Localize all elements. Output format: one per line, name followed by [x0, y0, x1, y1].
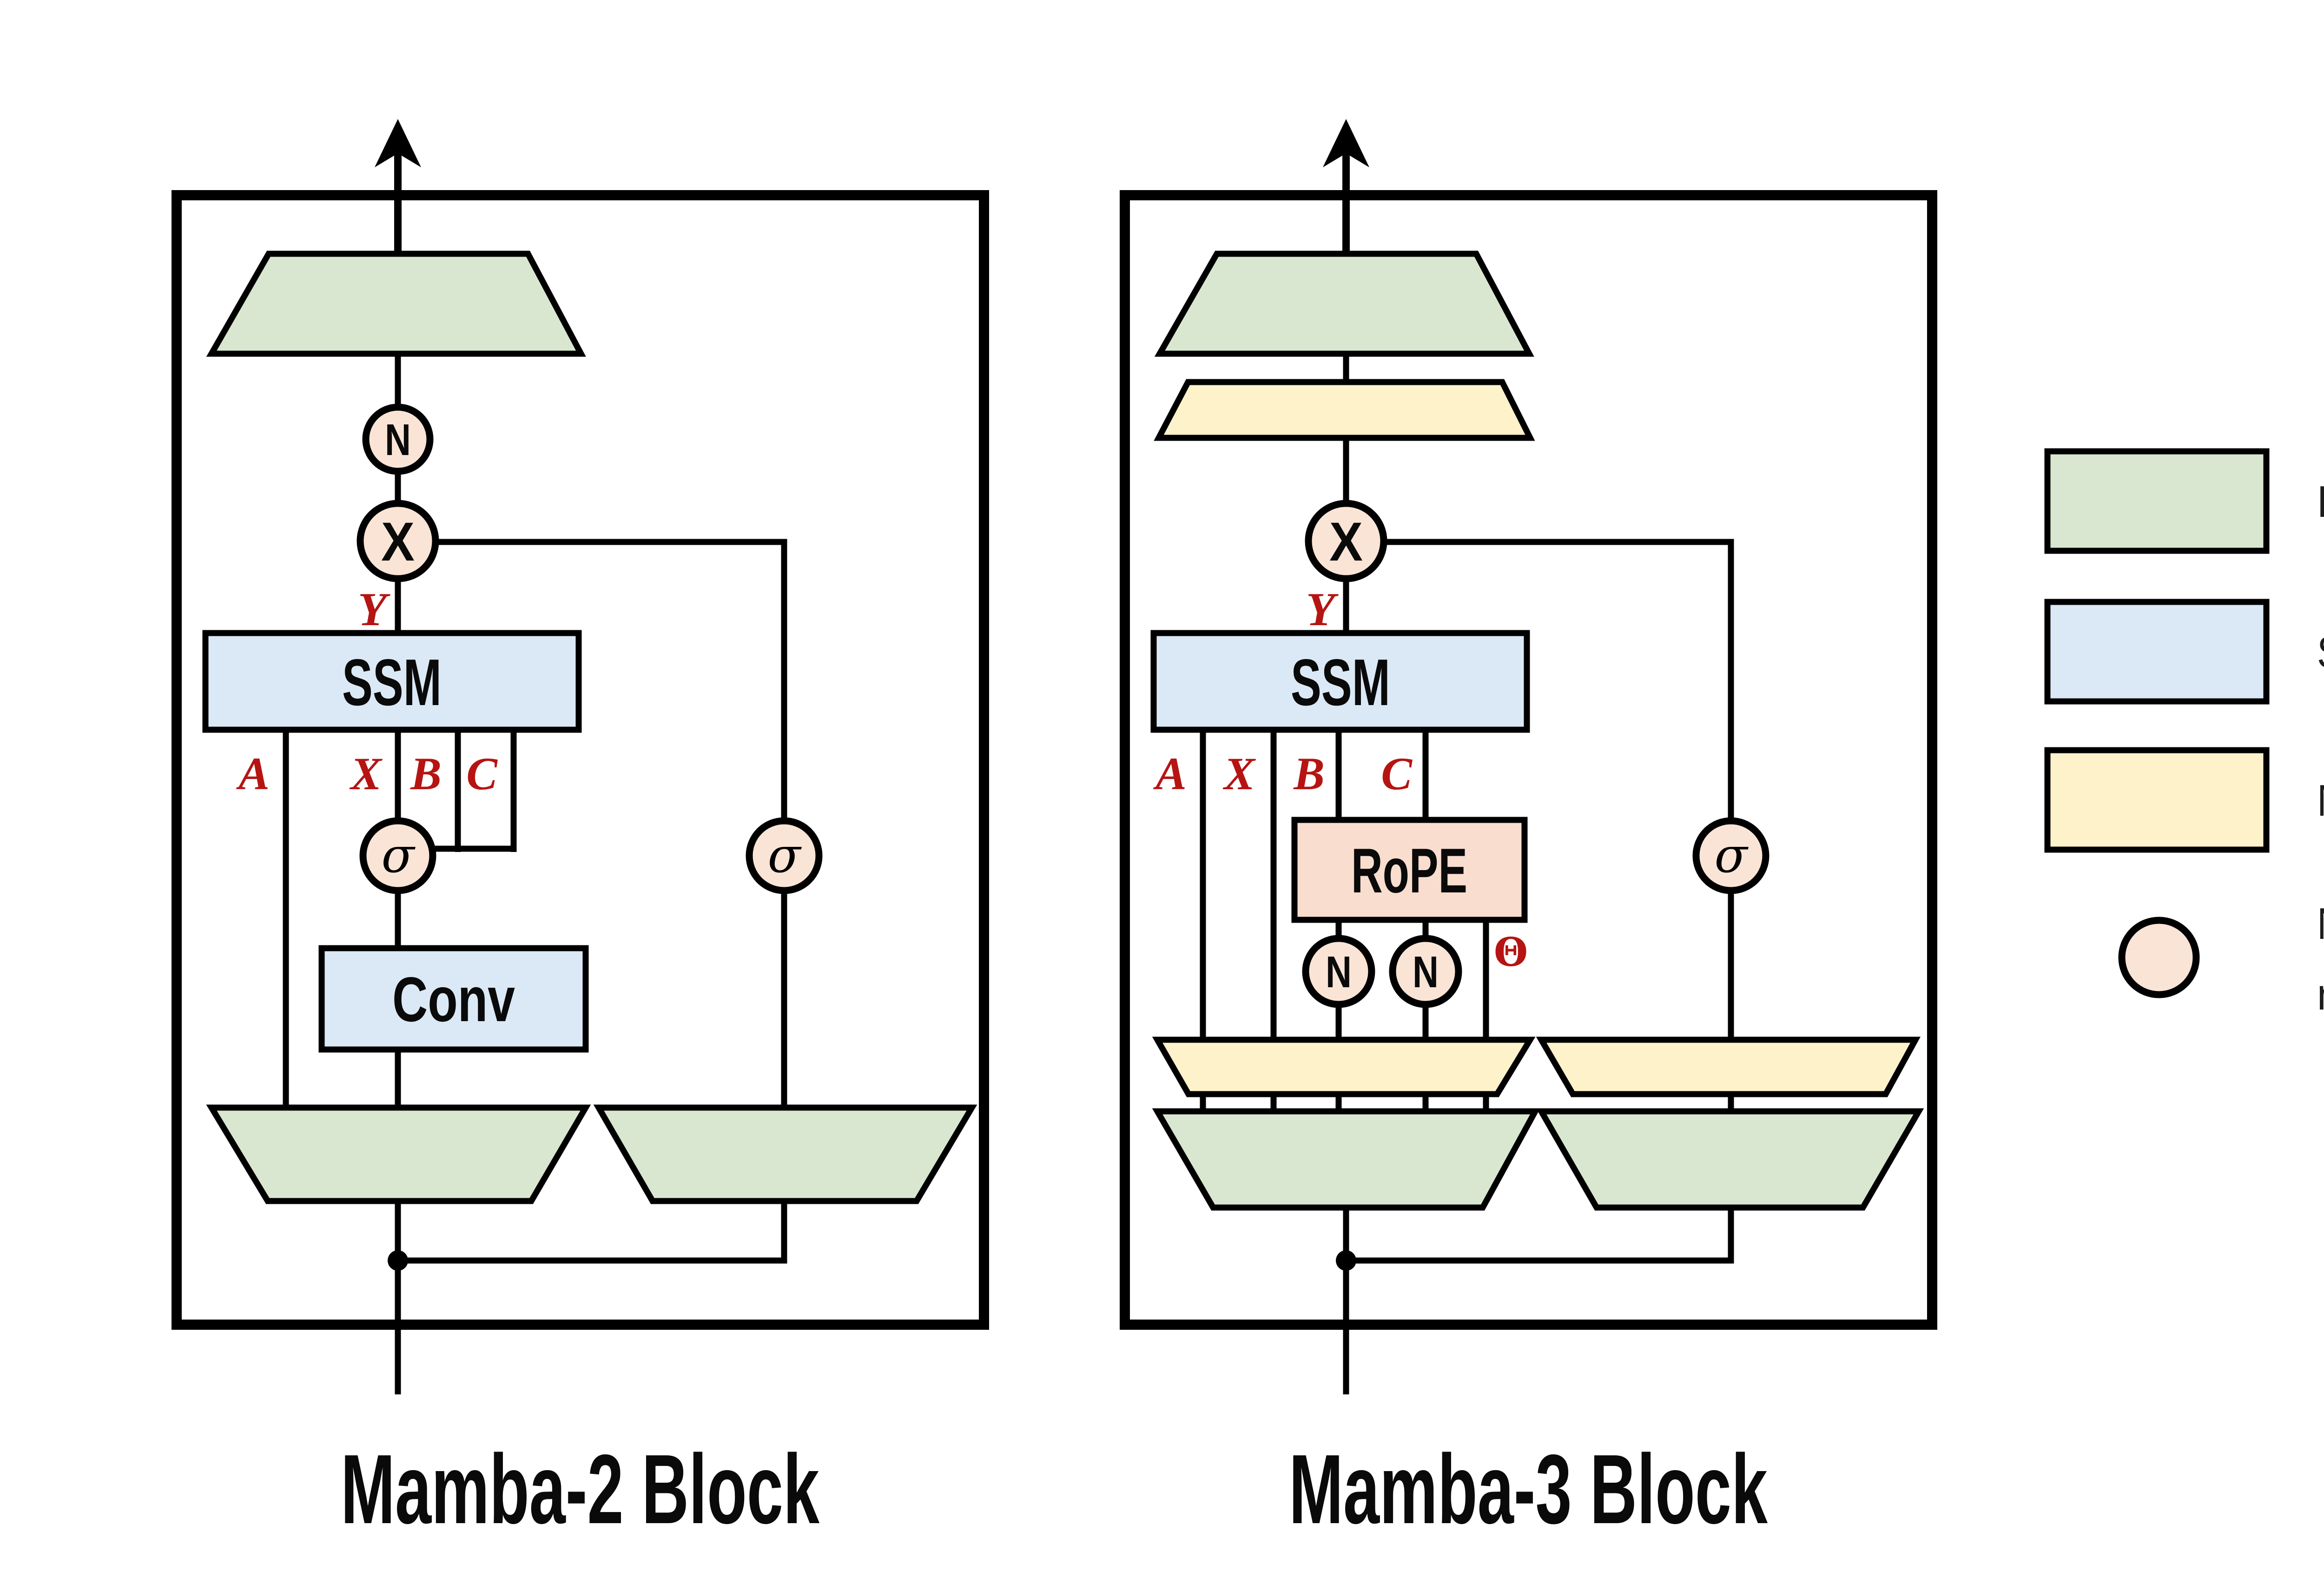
mamba3-c-norm-label: N [1413, 947, 1439, 997]
mamba3-ssm-label: SSM [1291, 646, 1390, 720]
mamba3-c-label: C [1381, 748, 1413, 799]
mamba2-title: Mamba-2 Block [341, 1434, 820, 1544]
mamba2-norm-label: N [385, 415, 411, 465]
mamba2-gate-linear-projection-trapezoid [593, 1104, 977, 1204]
legend-nonlinearity-label-line1: Nonlinearity (activation, [2317, 899, 2324, 949]
mamba2-y-label: Y [358, 583, 391, 636]
mamba3-input-linear-projection-trapezoid [1152, 1108, 1540, 1211]
mamba2-block-diagram: N X Y SSM A X B C σ Conv [172, 119, 989, 1544]
mamba3-block-diagram: X Y SSM A X B C RoPE N N Θ [1120, 119, 1937, 1544]
mamba3-b-label: B [1293, 748, 1325, 799]
mamba3-title: Mamba-3 Block [1289, 1434, 1768, 1544]
mamba3-rope-box [1291, 817, 1528, 923]
mamba2-a-label: A [236, 748, 270, 799]
mamba3-gate-linear-projection-trapezoid [1536, 1108, 1924, 1211]
mamba3-gate-mimo-projection-trapezoid [1536, 1036, 1921, 1097]
mamba2-gate-wire [436, 539, 787, 821]
mamba3-output-linear-projection-trapezoid [1154, 251, 1534, 357]
mamba3-b-norm-label: N [1326, 947, 1352, 997]
mamba3-x-label: X [1222, 748, 1256, 799]
legend-sequence-transformation-swatch [2044, 599, 2270, 705]
mamba3-up-arrow-icon [1323, 119, 1369, 167]
mamba3-rope-label: RoPE [1351, 835, 1467, 906]
mamba3-branch-dot [1336, 1250, 1356, 1271]
mamba2-conv-box [318, 945, 589, 1053]
mamba2-output-linear-projection-trapezoid [206, 251, 586, 357]
legend-mimo-projection-swatch [2044, 747, 2270, 853]
mamba3-y-label: Y [1306, 583, 1339, 636]
mamba3-b-norm-circle [1302, 935, 1375, 1008]
legend-linear-projection-swatch [2044, 448, 2270, 554]
mamba3-multiply-label: X [1329, 511, 1363, 573]
mamba2-x-label: X [349, 748, 383, 799]
mamba2-branch-dot [388, 1250, 408, 1271]
mamba2-ssm-box [202, 630, 582, 733]
mamba3-gate-wire [1384, 539, 1734, 821]
mamba2-multiply-label: X [381, 511, 415, 573]
mamba3-theta-label: Θ [1494, 929, 1528, 975]
legend-sequence-transformation-label: Sequence transformation [2317, 627, 2324, 677]
mamba2-gate-sigma-label: σ [768, 827, 802, 884]
mamba2-c-label: C [466, 748, 498, 799]
mamba2-ssm-label: SSM [342, 646, 442, 720]
mamba3-output-mimo-projection-trapezoid [1154, 379, 1535, 441]
legend-nonlinearity-label-line2: normalization, multiplication, etc.) [2317, 970, 2324, 1019]
mamba3-input-mimo-projection-trapezoid [1152, 1036, 1536, 1097]
mamba2-input-linear-projection-trapezoid [206, 1104, 591, 1204]
mamba2-sigma-label: σ [382, 827, 416, 884]
legend: Linear projection Sequence transformatio… [2044, 448, 2324, 1019]
mamba3-c-norm-circle [1389, 935, 1462, 1008]
mamba2-residual-split-wire [398, 1201, 787, 1264]
legend-nonlinearity-swatch [2118, 917, 2200, 998]
legend-linear-projection-label: Linear projection [2317, 477, 2324, 527]
mamba3-residual-split-wire [1346, 1208, 1734, 1264]
mamba3-ssm-box [1150, 630, 1530, 733]
mamba2-b-label: B [410, 748, 442, 799]
mamba2-conv-label: Conv [392, 964, 515, 1035]
mamba2-norm-circle [362, 403, 434, 475]
legend-mimo-projection-label: MIMO projection (optional) [2317, 776, 2324, 825]
mamba3-gate-sigma-label: σ [1715, 827, 1749, 884]
mamba3-a-label: A [1153, 748, 1187, 799]
mamba2-up-arrow-icon [375, 119, 421, 167]
